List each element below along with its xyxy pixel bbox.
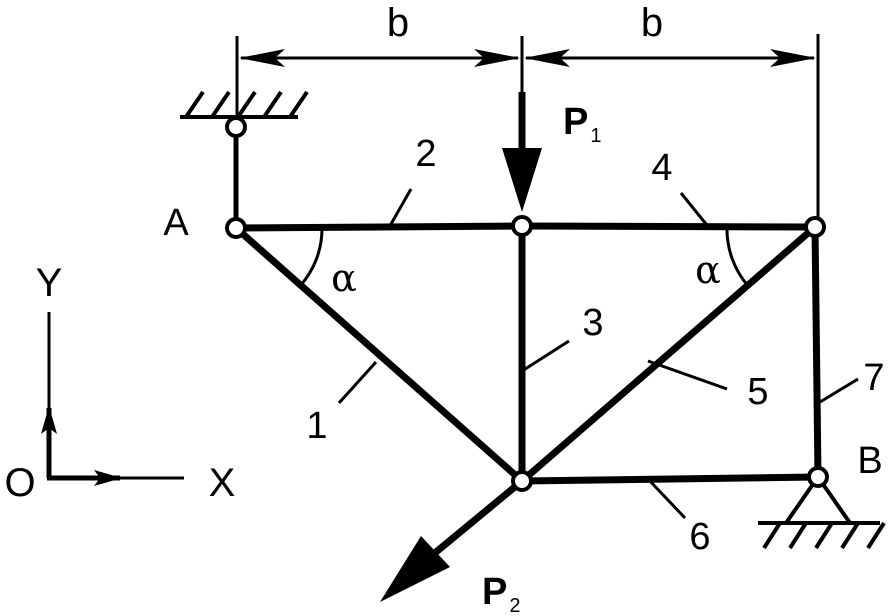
axis-label-y: Y <box>36 261 63 305</box>
fixed-hinge-icon <box>180 90 309 228</box>
member-label-4: 4 <box>651 147 672 189</box>
member-4 <box>518 222 819 231</box>
axis-label-x: X <box>209 461 236 505</box>
member-label-3: 3 <box>582 302 603 344</box>
load-p2-arrow <box>380 478 525 602</box>
joint-label-b: B <box>857 440 882 482</box>
load-p1-letter: P <box>563 101 588 143</box>
axis-label-origin: O <box>4 461 35 505</box>
joint-b <box>807 466 829 488</box>
angle-arc-left <box>298 227 324 288</box>
angle-label-right: α <box>695 248 721 292</box>
pin-support-icon <box>758 473 886 550</box>
member-label-7: 7 <box>863 357 884 399</box>
joint-label-a: A <box>163 202 189 244</box>
member-2 <box>232 222 526 232</box>
member-6 <box>518 473 822 485</box>
load-p2-letter: P <box>482 571 507 613</box>
angle-arc-right <box>725 226 750 287</box>
member-label-2: 2 <box>415 133 436 175</box>
member-leader-lines <box>337 188 859 520</box>
member-label-5: 5 <box>747 371 768 413</box>
load-p1-subscript: 1 <box>590 125 601 147</box>
hinge-top <box>225 116 247 138</box>
member-1 <box>232 224 526 485</box>
member-7 <box>811 223 822 481</box>
truss-joints <box>225 116 829 492</box>
joint-top-right <box>804 216 826 238</box>
dimension-extension-lines <box>235 34 820 224</box>
joint-a <box>225 217 247 239</box>
member-label-6: 6 <box>689 516 710 558</box>
member-5 <box>518 223 819 485</box>
truss-members <box>232 222 822 485</box>
angle-label-left: α <box>331 256 357 300</box>
dimension-label-left: b <box>387 1 409 45</box>
member-label-1: 1 <box>306 405 327 447</box>
joint-top-middle <box>511 215 533 237</box>
dimension-label-right: b <box>641 1 663 45</box>
coordinate-axes <box>41 312 184 486</box>
load-p2-subscript: 2 <box>509 595 520 616</box>
joint-bottom-middle <box>511 470 533 492</box>
load-p1-arrow <box>502 92 542 212</box>
member-number-labels: 1 2 3 4 5 6 7 <box>306 133 884 558</box>
